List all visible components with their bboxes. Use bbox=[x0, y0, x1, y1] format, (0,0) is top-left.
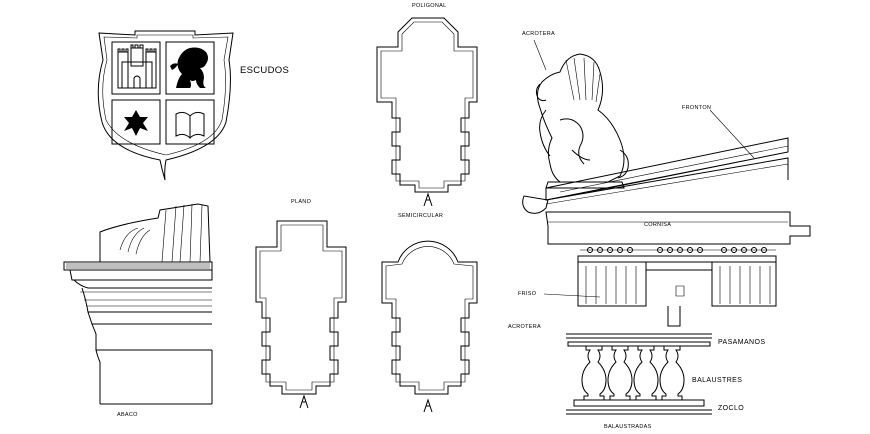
dentils bbox=[580, 243, 776, 253]
balustrade-drawing bbox=[566, 333, 712, 415]
label-pasamanos: PASAMANOS bbox=[718, 339, 765, 346]
plan-semicircular bbox=[381, 240, 478, 395]
label-acrotera-bottom: ACROTERA bbox=[508, 324, 541, 330]
plan-plano bbox=[255, 220, 347, 395]
north-arrow-icon bbox=[423, 398, 433, 413]
label-plano: PLANO bbox=[291, 199, 312, 205]
label-poligonal: POLIGONAL bbox=[412, 3, 447, 9]
griffin-icon bbox=[535, 53, 629, 189]
baluster bbox=[633, 345, 659, 401]
pediment-drawing bbox=[522, 39, 811, 327]
label-balaustradas: BALAUSTRADAS bbox=[604, 424, 652, 430]
plan-poligonal bbox=[376, 17, 478, 193]
label-cornisa: CORNISA bbox=[644, 222, 671, 228]
baluster bbox=[659, 345, 685, 401]
label-fronton: FRONTON bbox=[682, 105, 711, 111]
label-abaco: ABACO bbox=[117, 412, 138, 418]
label-zoclo: ZOCLO bbox=[718, 405, 744, 412]
north-arrow-icon bbox=[423, 192, 433, 207]
label-acrotera-top: ACROTERA bbox=[522, 31, 555, 37]
label-friso: FRISO bbox=[518, 291, 537, 297]
shield-icon bbox=[97, 30, 234, 181]
baluster bbox=[581, 345, 607, 401]
north-arrow-icon bbox=[299, 394, 309, 409]
capital-drawing bbox=[63, 203, 213, 405]
book-icon bbox=[175, 111, 205, 139]
baluster bbox=[607, 345, 633, 401]
label-semicircular: SEMICIRCULAR bbox=[398, 213, 443, 219]
label-escudos: ESCUDOS bbox=[240, 65, 289, 76]
star-icon bbox=[124, 110, 148, 136]
lion-icon bbox=[170, 47, 208, 88]
castle-icon bbox=[117, 44, 157, 89]
label-balaustres: BALAUSTRES bbox=[692, 377, 742, 384]
